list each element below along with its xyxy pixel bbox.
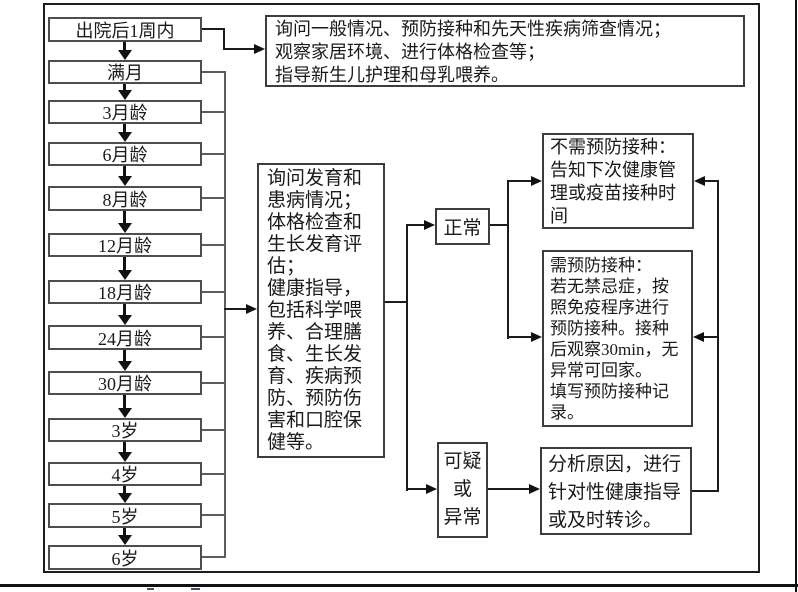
flow-node-5-years: 5岁	[48, 503, 202, 528]
flow-node-6-months: 6月龄	[48, 142, 202, 166]
connector-stub	[202, 382, 225, 384]
feedback-line	[705, 180, 719, 182]
connector-line	[224, 48, 255, 50]
flow-node-18-months: 18月龄	[48, 280, 202, 304]
right-arrow-icon	[426, 484, 437, 494]
no-vaccination-box: 不需预防接种： 告知下次健康管 理或疫苗接种时 间	[542, 133, 694, 229]
abnormal-action-box: 分析原因，进行 针对性健康指导 或及时转诊。	[540, 447, 692, 535]
right-arrow-icon	[531, 176, 542, 186]
right-arrow-icon	[254, 44, 265, 54]
connector-stub	[202, 153, 225, 155]
left-arrow-icon	[693, 332, 704, 342]
down-arrow-icon	[118, 132, 132, 142]
cutoff-text-artifact	[191, 588, 200, 590]
down-arrow-line	[123, 211, 126, 223]
connector-line	[490, 224, 508, 226]
connector-stub	[202, 473, 225, 475]
down-arrow-icon	[118, 90, 132, 100]
down-arrow-icon	[118, 493, 132, 503]
down-arrow-line	[123, 42, 126, 51]
vaccination-box: 需预防接种： 若无禁忌症，按 照免疫程序进行 预防接种。接种 后观察30min，…	[542, 250, 693, 427]
down-arrow-icon	[118, 315, 132, 325]
down-arrow-icon	[118, 535, 132, 545]
right-arrow-icon	[531, 332, 542, 342]
feedback-line	[704, 336, 719, 338]
branch-line	[406, 224, 408, 491]
page-bottom-rule	[0, 584, 798, 587]
flow-node-after-discharge-week: 出院后1周内	[48, 17, 202, 42]
down-arrow-icon	[118, 176, 132, 186]
down-arrow-icon	[118, 270, 132, 280]
down-arrow-line	[123, 395, 126, 408]
flow-node-8-months: 8月龄	[48, 186, 202, 211]
flow-node-30-months: 30月龄	[48, 371, 202, 395]
page-right-border	[795, 0, 797, 592]
flow-node-3-months: 3月龄	[48, 100, 202, 124]
down-arrow-line	[123, 442, 126, 452]
connector-line	[385, 301, 408, 303]
feedback-line	[692, 490, 719, 492]
connector-line	[223, 28, 225, 50]
flow-node-24-months: 24月龄	[48, 325, 202, 350]
right-arrow-icon	[424, 220, 435, 230]
flowchart-frame	[43, 3, 760, 573]
connector-line	[507, 336, 532, 338]
down-arrow-line	[123, 166, 126, 176]
down-arrow-icon	[118, 50, 132, 60]
flow-node-3-years: 3岁	[48, 418, 202, 442]
result-normal-box: 正常	[435, 208, 490, 245]
result-suspicious-box: 可疑 或 异常	[437, 442, 488, 538]
connector-stub	[202, 111, 225, 113]
connector-stub	[202, 336, 225, 338]
connector-stub	[202, 71, 225, 73]
right-arrow-icon	[529, 484, 540, 494]
left-arrow-icon	[694, 176, 705, 186]
connector-stub	[202, 429, 225, 431]
connector-stub	[202, 291, 225, 293]
flow-node-6-years: 6岁	[48, 545, 202, 570]
connector-stub	[202, 514, 225, 516]
newborn-visit-box: 询问一般情况、预防接种和先天性疾病筛查情况； 观察家居环境、进行体格检查等； 指…	[265, 15, 745, 87]
down-arrow-line	[123, 350, 126, 361]
connector-line	[406, 488, 428, 490]
connector-line	[507, 180, 532, 182]
connector-line	[224, 308, 247, 310]
down-arrow-icon	[118, 452, 132, 462]
connector-stub	[202, 556, 225, 558]
down-arrow-line	[123, 304, 126, 315]
down-arrow-line	[123, 528, 126, 535]
right-arrow-icon	[246, 304, 257, 314]
branch-line	[507, 181, 509, 339]
connector-line	[488, 488, 530, 490]
flow-node-4-years: 4岁	[48, 462, 202, 486]
connector-line	[406, 224, 426, 226]
connector-line	[202, 28, 224, 30]
down-arrow-line	[123, 257, 126, 270]
cutoff-text-artifact	[147, 588, 154, 590]
down-arrow-line	[123, 486, 126, 493]
down-arrow-line	[123, 84, 126, 91]
down-arrow-line	[123, 124, 126, 132]
connector-stub	[202, 197, 225, 199]
down-arrow-icon	[118, 408, 132, 418]
routine-visit-box: 询问发育和 患病情况； 体格检查和 生长发育评 估； 健康指导， 包括科学喂 养…	[257, 163, 385, 458]
flow-node-12-months: 12月龄	[48, 233, 202, 257]
flow-node-full-month: 满月	[48, 60, 202, 84]
connector-stub	[202, 244, 225, 246]
down-arrow-icon	[118, 361, 132, 371]
collector-bus-line	[224, 71, 226, 558]
down-arrow-icon	[118, 223, 132, 233]
